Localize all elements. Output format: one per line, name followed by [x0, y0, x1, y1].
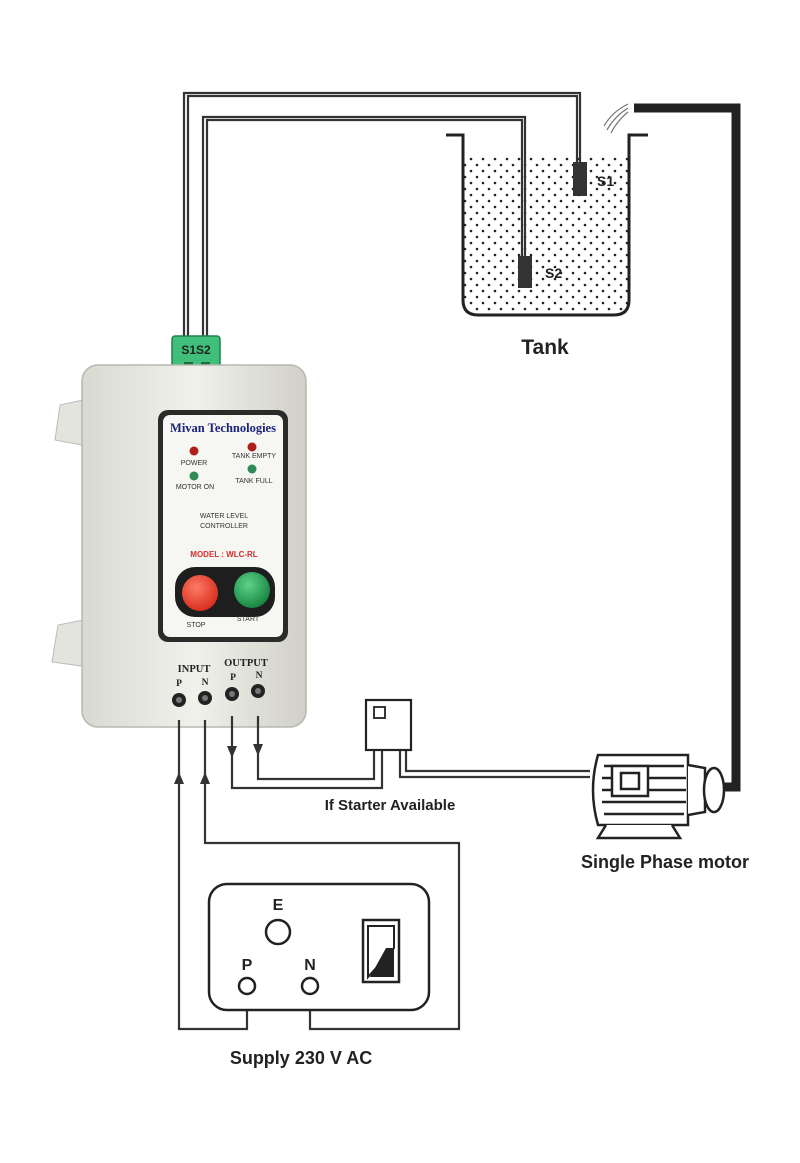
stop-label: STOP [187, 622, 206, 629]
starter-box [364, 698, 413, 752]
socket-switch[interactable] [361, 918, 401, 984]
arrow-down-output-p [227, 746, 237, 758]
arrow-up-input-n [200, 772, 210, 784]
sensor-s2 [518, 256, 532, 288]
wire-s2-pair [205, 118, 524, 342]
single-phase-motor: Single Phase motor [581, 753, 749, 872]
tank-full-led [247, 464, 257, 474]
pump-hose [603, 103, 741, 792]
neutral-label: N [304, 957, 316, 974]
sensor-wires [182, 91, 582, 344]
output-n-label: N [256, 671, 263, 681]
title-line-2: CONTROLLER [200, 523, 248, 530]
connector-label: S1S2 [181, 343, 211, 357]
motor-end-cap [702, 766, 726, 814]
supply-label: Supply 230 V AC [230, 1048, 372, 1068]
sensor-s1 [573, 162, 587, 196]
stop-button[interactable] [182, 575, 218, 611]
wire-input-n [203, 720, 461, 1031]
arrow-down-output-n [253, 744, 263, 756]
wire-s1-pair [186, 94, 579, 342]
tank-label: Tank [521, 336, 569, 359]
motor-base [595, 824, 683, 840]
mount-ear-bottom [51, 619, 84, 667]
input-p-label: P [176, 679, 182, 689]
sensor-s1-label: S1 [597, 173, 614, 189]
phase-label: P [242, 957, 253, 974]
start-button[interactable] [234, 572, 270, 608]
title-line-1: WATER LEVEL [200, 513, 248, 520]
tank-outline [446, 133, 648, 317]
power-led-label: POWER [181, 460, 207, 467]
earth-label: E [273, 897, 284, 914]
tank-water [463, 155, 629, 315]
earth-pin [264, 918, 292, 946]
tank: S1 S2 Tank [446, 133, 648, 359]
motor-label: Single Phase motor [581, 852, 749, 872]
sensor-s2-label: S2 [545, 265, 562, 281]
power-led [189, 446, 199, 456]
wire-starter-motor-1 [398, 748, 590, 779]
motor-on-led [189, 471, 199, 481]
input-label: INPUT [178, 664, 211, 675]
wire-starter-motor-2 [404, 748, 590, 773]
starter-label: If Starter Available [325, 797, 456, 814]
starter: If Starter Available [325, 698, 456, 814]
tank-empty-led-label: TANK EMPTY [232, 453, 277, 460]
controller-unit: S1S2 Mivan Technologies POWER TANK EMPTY… [51, 335, 307, 728]
starter-indicator [373, 706, 386, 719]
tank-full-led-label: TANK FULL [235, 478, 272, 485]
brand-name: Mivan Technologies [170, 421, 276, 435]
wire-arrows [174, 744, 263, 784]
model-label: MODEL : WLC-RL [190, 550, 258, 559]
start-label: START [237, 616, 260, 623]
neutral-pin [300, 976, 320, 996]
mount-ear-top [54, 399, 84, 446]
phase-pin [237, 976, 257, 996]
tank-empty-led [247, 442, 257, 452]
output-label: OUTPUT [224, 658, 268, 669]
terminal-screws [172, 684, 265, 707]
motor-on-led-label: MOTOR ON [176, 484, 214, 491]
supply-socket: E P N Supply 230 V AC [207, 882, 431, 1068]
arrow-up-input-p [174, 772, 184, 784]
input-n-label: N [202, 678, 209, 688]
output-p-label: P [230, 673, 236, 683]
motor-terminal-box [610, 764, 650, 798]
